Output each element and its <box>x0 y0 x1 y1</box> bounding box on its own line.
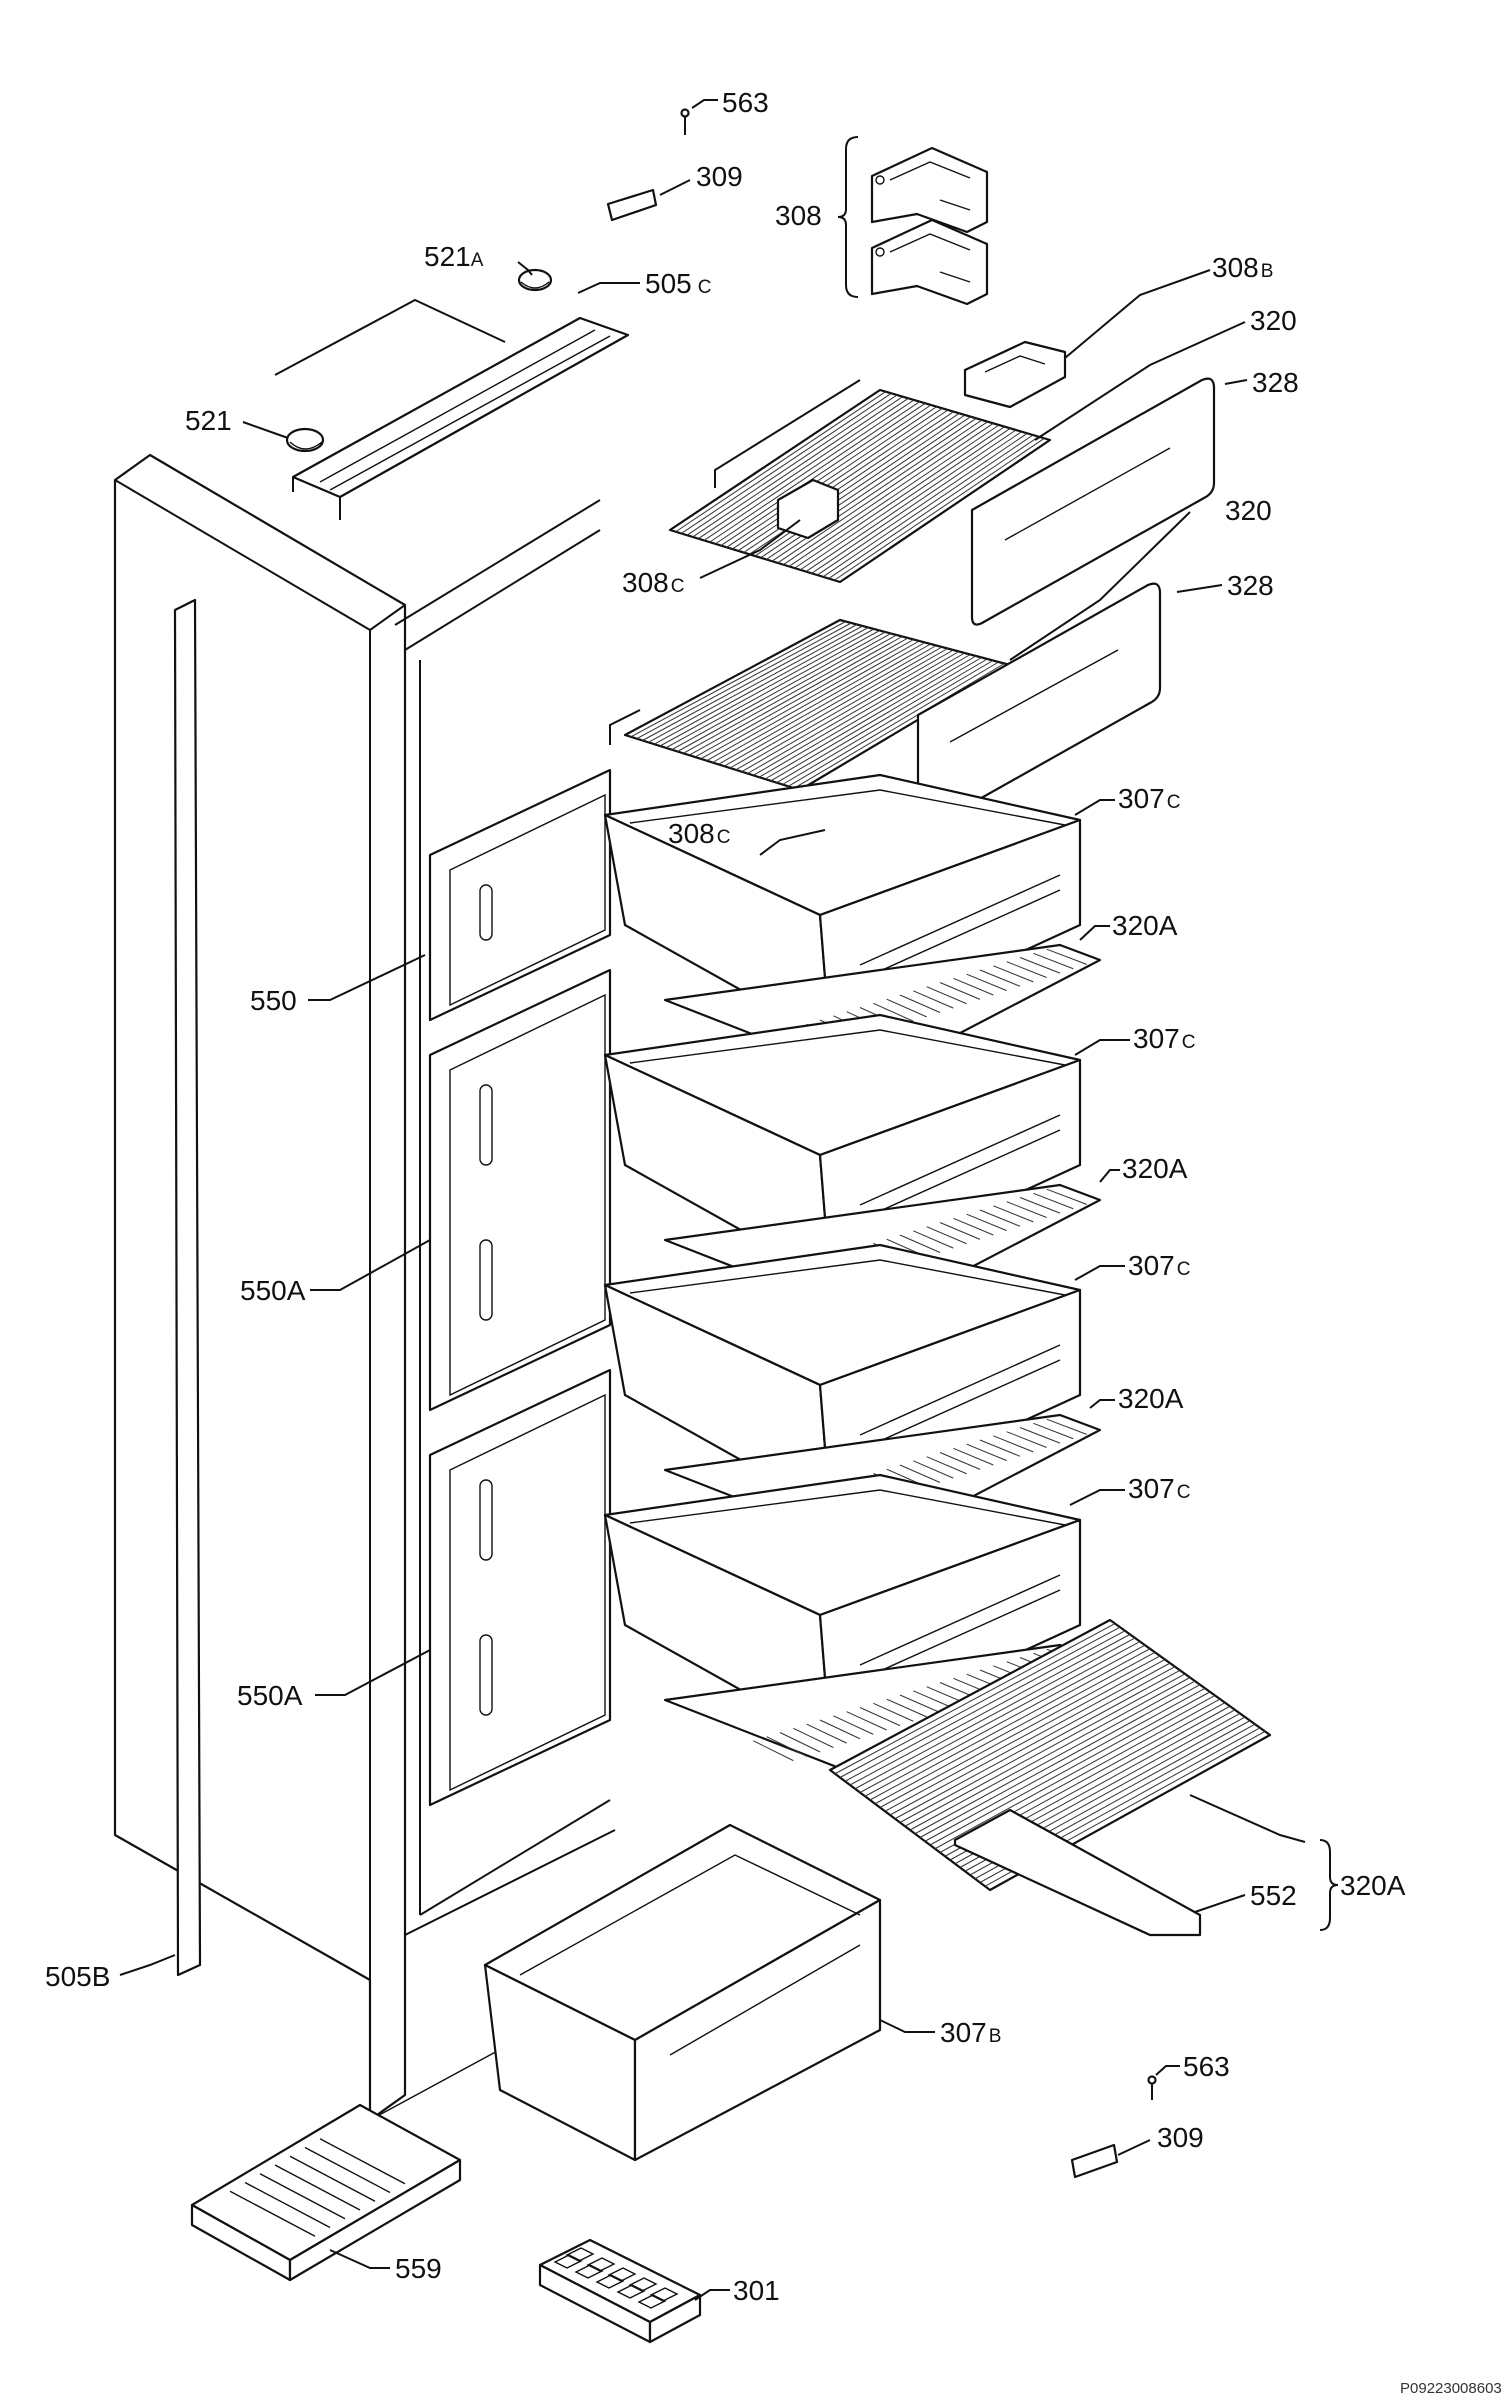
hinge-308c-upper <box>776 478 840 540</box>
screw-563-top <box>680 108 690 135</box>
bracket-320a <box>1319 1839 1339 1931</box>
label-550: 550 <box>250 985 297 1016</box>
side-panel-550 <box>428 768 612 1022</box>
label-559: 559 <box>395 2253 442 2284</box>
door-seal-505b <box>173 598 202 1977</box>
label-320a-a: 320A <box>1112 910 1178 941</box>
label-563-bottom: 563 <box>1183 2051 1230 2082</box>
hinge-bar-505c <box>274 298 630 520</box>
label-320-b: 320 <box>1225 495 1272 526</box>
label-505b: 505B <box>45 1961 110 1992</box>
label-309-bottom: 309 <box>1157 2122 1204 2153</box>
label-301: 301 <box>733 2275 780 2306</box>
label-320a-c: 320A <box>1118 1383 1184 1414</box>
label-320a-d: 320A <box>1340 1870 1406 1901</box>
side-panel-550a-lower <box>428 1368 612 1807</box>
flap-328-upper <box>970 377 1216 626</box>
reference-code: P09223008603 <box>1400 2380 1502 2397</box>
cover-309-top <box>606 188 658 222</box>
label-328-a: 328 <box>1252 367 1299 398</box>
label-521a: 521A <box>424 241 484 272</box>
cap-521a <box>517 268 553 292</box>
cover-309-bottom <box>1070 2143 1119 2179</box>
shelf-320-upper <box>668 379 1052 584</box>
plate-552 <box>953 1808 1202 1937</box>
cap-521 <box>285 427 325 453</box>
hinge-set-308 <box>870 146 989 306</box>
label-328-b: 328 <box>1227 570 1274 601</box>
hinge-308b <box>963 340 1067 409</box>
bracket-308 <box>837 136 859 298</box>
ice-cube-tray-301 <box>538 2238 702 2344</box>
label-552: 552 <box>1250 1880 1297 1911</box>
drawer-307b <box>483 1823 882 2162</box>
side-panel-550a-upper <box>428 968 612 1412</box>
leader-lines <box>119 99 1306 2301</box>
label-320a-b: 320A <box>1122 1153 1188 1184</box>
label-521: 521 <box>185 405 232 436</box>
screw-563-bottom <box>1147 2075 1157 2100</box>
shelf-320-lower <box>609 618 1012 792</box>
label-550a-b: 550A <box>237 1680 303 1711</box>
label-550a-a: 550A <box>240 1275 306 1306</box>
label-308: 308 <box>775 200 822 231</box>
ice-tray-559 <box>190 2103 462 2282</box>
label-320-a: 320 <box>1250 305 1297 336</box>
label-563-top: 563 <box>722 87 769 118</box>
label-309-top: 309 <box>696 161 743 192</box>
